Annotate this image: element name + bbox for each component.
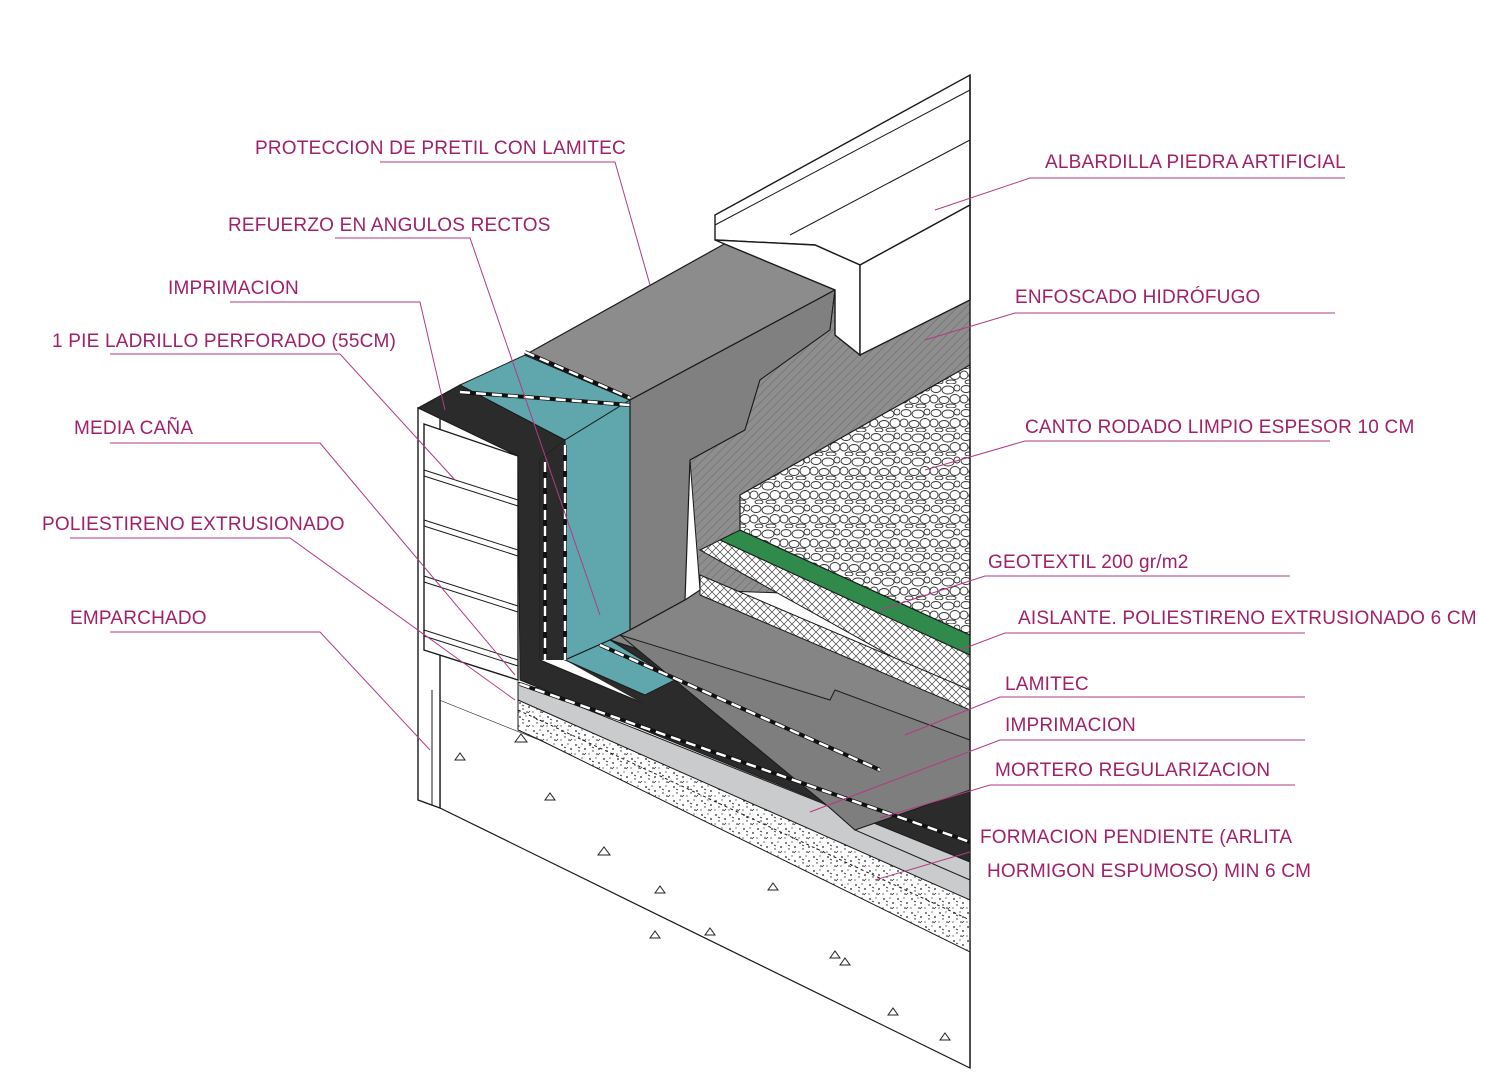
label-refuerzo: REFUERZO EN ANGULOS RECTOS	[228, 215, 551, 236]
label-mortero: MORTERO REGULARIZACION	[995, 760, 1270, 781]
label-formacion-line2: HORMIGON ESPUMOSO) MIN 6 CM	[987, 861, 1311, 882]
labels: PROTECCION DE PRETIL CON LAMITEC REFUERZ…	[42, 138, 1477, 882]
label-proteccion-pretil: PROTECCION DE PRETIL CON LAMITEC	[255, 138, 626, 159]
label-enfoscado: ENFOSCADO HIDRÓFUGO	[1015, 286, 1261, 308]
label-aislante: AISLANTE. POLIESTIRENO EXTRUSIONADO 6 CM	[1018, 608, 1477, 629]
label-albardilla: ALBARDILLA PIEDRA ARTIFICIAL	[1045, 152, 1346, 173]
label-lamitec: LAMITEC	[1005, 674, 1089, 695]
label-emparchado: EMPARCHADO	[70, 608, 207, 629]
label-ladrillo: 1 PIE LADRILLO PERFORADO (55CM)	[52, 331, 396, 352]
label-media-cana: MEDIA CAÑA	[74, 417, 193, 439]
membrane-seams	[459, 350, 971, 844]
leader-lines	[70, 161, 1345, 881]
label-canto-rodado: CANTO RODADO LIMPIO ESPESOR 10 CM	[1025, 417, 1415, 438]
label-poliestireno: POLIESTIRENO EXTRUSIONADO	[42, 514, 345, 535]
label-geotextil: GEOTEXTIL 200 gr/m2	[988, 552, 1189, 573]
label-imprimacion-right: IMPRIMACION	[1005, 715, 1136, 736]
brick-parapet-wall	[417, 407, 519, 809]
label-imprimacion-left: IMPRIMACION	[168, 278, 299, 299]
label-formacion-line1: FORMACION PENDIENTE (ARLITA	[980, 827, 1292, 848]
